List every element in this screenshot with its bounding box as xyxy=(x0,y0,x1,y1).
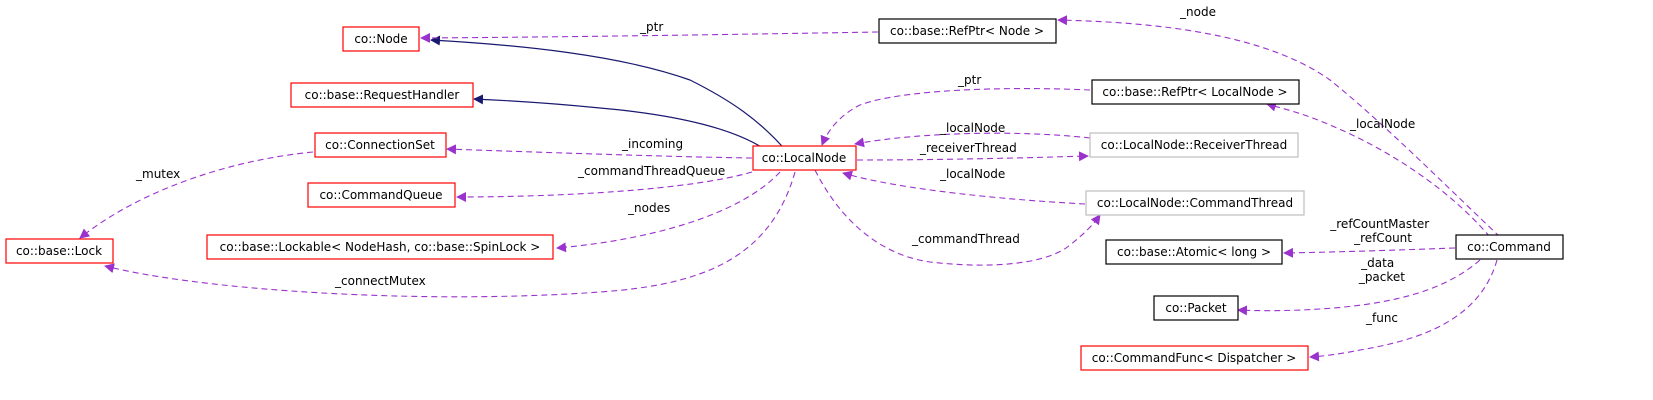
svg-text:co::Node: co::Node xyxy=(354,32,407,46)
edge-localnode-commandthread: _localNode xyxy=(842,167,1086,205)
edge-receiverthread: _receiverThread xyxy=(856,141,1089,162)
edge-label-packet-line2: _packet xyxy=(1358,270,1405,284)
svg-text:co::LocalNode: co::LocalNode xyxy=(762,151,846,165)
svg-text:co::ConnectionSet: co::ConnectionSet xyxy=(325,138,435,152)
edge-label-receiverthread: _receiverThread xyxy=(919,141,1017,155)
edge-label-nodes: _nodes xyxy=(627,201,670,215)
edge-label-packet: _data _packet xyxy=(1358,256,1405,284)
class-refptr-node[interactable]: co::base::RefPtr< Node > xyxy=(878,18,1057,44)
edge-label-data: _data xyxy=(1360,256,1394,270)
edge-label-incoming: _incoming xyxy=(621,137,683,151)
edge-ptr-node: _ptr xyxy=(420,20,879,43)
class-lock[interactable]: co::base::Lock xyxy=(5,238,114,264)
class-commandfunc[interactable]: co::CommandFunc< Dispatcher > xyxy=(1080,345,1309,371)
class-receiverthread[interactable]: co::LocalNode::ReceiverThread xyxy=(1089,132,1299,158)
edge-label-commandthread: _commandThread xyxy=(911,232,1020,246)
edge-incoming: _incoming xyxy=(446,137,753,159)
edge-commandthread: _commandThread xyxy=(814,169,1101,266)
edge-packet: _data _packet xyxy=(1237,256,1481,316)
edge-nodes: _nodes xyxy=(556,171,781,253)
edge-label-connectmutex: _connectMutex xyxy=(334,274,426,288)
edge-localnode-command: _localNode xyxy=(1266,101,1491,238)
svg-text:co::base::RefPtr< LocalNode >: co::base::RefPtr< LocalNode > xyxy=(1102,85,1287,99)
svg-text:co::base::RefPtr< Node >: co::base::RefPtr< Node > xyxy=(890,24,1044,38)
class-packet[interactable]: co::Packet xyxy=(1153,295,1239,321)
edge-mutex: _mutex xyxy=(79,151,314,239)
edge-label-node: _node xyxy=(1179,5,1216,19)
svg-text:co::base::Lock: co::base::Lock xyxy=(16,244,102,258)
svg-text:co::base::RequestHandler: co::base::RequestHandler xyxy=(305,88,460,102)
svg-text:co::LocalNode::CommandThread: co::LocalNode::CommandThread xyxy=(1097,196,1293,210)
class-lockable[interactable]: co::base::Lockable< NodeHash, co::base::… xyxy=(206,234,554,260)
class-node[interactable]: co::Node xyxy=(342,26,420,52)
svg-text:co::base::Atomic< long >: co::base::Atomic< long > xyxy=(1117,245,1271,259)
svg-text:co::Packet: co::Packet xyxy=(1165,301,1227,315)
class-command-focus[interactable]: co::Command xyxy=(1455,234,1564,260)
edge-label-refcountmaster: _refCountMaster xyxy=(1329,217,1429,231)
edge-func: _func xyxy=(1309,259,1498,362)
edge-label-refcount: _refCountMaster _refCount xyxy=(1329,217,1433,245)
class-refptr-localnode[interactable]: co::base::RefPtr< LocalNode > xyxy=(1091,79,1300,105)
class-connectionset[interactable]: co::ConnectionSet xyxy=(314,132,447,158)
edge-inheritance-localnode-node xyxy=(430,35,789,154)
edge-label-localnode-cmdthread: _localNode xyxy=(939,167,1005,181)
class-commandqueue[interactable]: co::CommandQueue xyxy=(307,182,456,208)
svg-text:co::Command: co::Command xyxy=(1467,240,1551,254)
edge-commandthreadqueue: _commandThreadQueue xyxy=(456,164,753,202)
edge-label-func: _func xyxy=(1365,311,1398,325)
svg-text:co::LocalNode::ReceiverThread: co::LocalNode::ReceiverThread xyxy=(1101,138,1287,152)
svg-text:co::CommandQueue: co::CommandQueue xyxy=(319,188,442,202)
class-requesthandler[interactable]: co::base::RequestHandler xyxy=(290,82,474,108)
edge-node-command: _node xyxy=(1057,5,1501,238)
class-localnode[interactable]: co::LocalNode xyxy=(752,145,857,171)
edge-label-localnode-receiver: _localNode xyxy=(939,121,1005,135)
edge-label-mutex: _mutex xyxy=(135,167,180,181)
edge-localnode-receiverthread: _localNode xyxy=(854,121,1091,148)
edge-ptr-localnode: _ptr xyxy=(820,73,1091,146)
class-commandthread[interactable]: co::LocalNode::CommandThread xyxy=(1085,190,1305,216)
edge-label-refcount-line2: _refCount xyxy=(1353,231,1412,245)
svg-text:co::CommandFunc< Dispatcher >: co::CommandFunc< Dispatcher > xyxy=(1092,351,1297,365)
edge-connectmutex: _connectMutex xyxy=(104,171,796,298)
edge-refcount: _refCountMaster _refCount xyxy=(1283,217,1456,258)
class-atomic[interactable]: co::base::Atomic< long > xyxy=(1105,239,1283,265)
edge-label-ptr-localnode: _ptr xyxy=(957,73,981,87)
edge-label-cmdthreadqueue: _commandThreadQueue xyxy=(577,164,725,178)
svg-text:co::base::Lockable< NodeHash,: co::base::Lockable< NodeHash, co::base::… xyxy=(220,240,541,254)
edge-label-ptr-node: _ptr xyxy=(639,20,663,34)
edge-label-localnode-command: _localNode xyxy=(1349,117,1415,131)
edge-inheritance-localnode-requesthandler xyxy=(473,94,771,154)
